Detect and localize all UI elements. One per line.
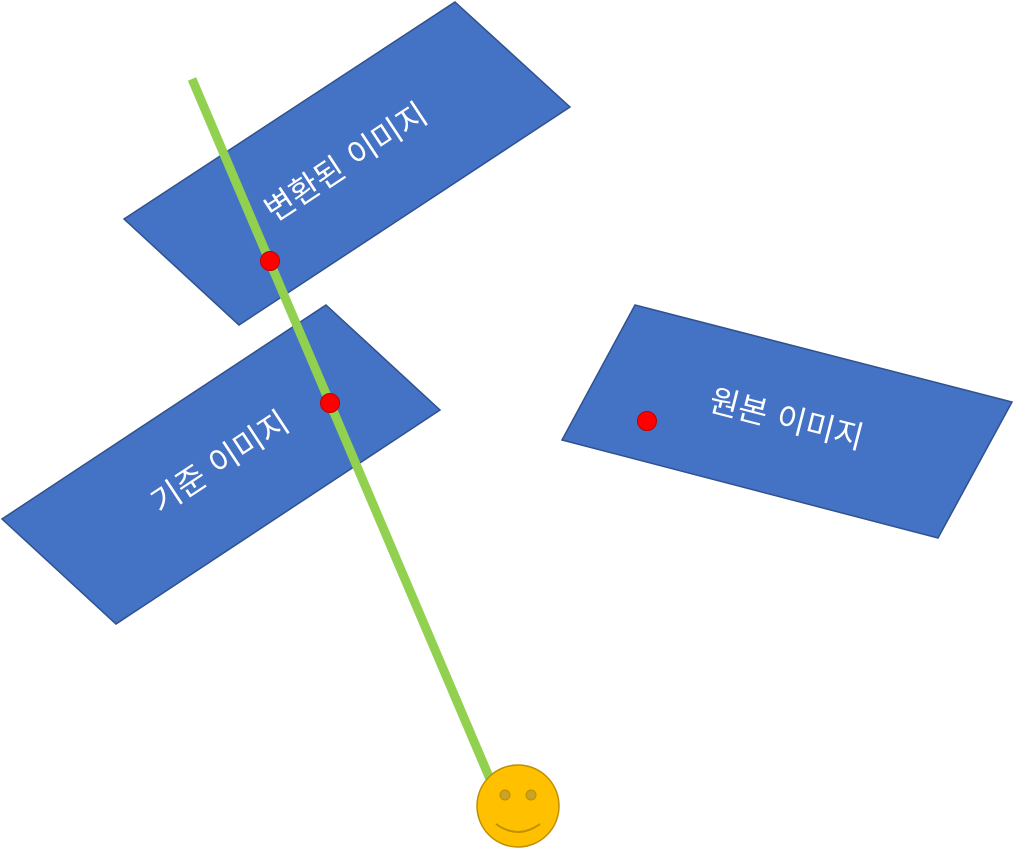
original-image-plane: 원본 이미지 bbox=[560, 304, 1013, 539]
reference-image-shape bbox=[0, 304, 442, 625]
viewing-ray bbox=[187, 77, 495, 781]
transformed-image-shape bbox=[122, 1, 572, 326]
transformed-image-plane: 변환된 이미지 bbox=[122, 1, 572, 326]
smiley-face-icon bbox=[476, 764, 560, 848]
red-dot-icon bbox=[260, 251, 280, 271]
original-image-shape bbox=[560, 304, 1013, 539]
reference-image-plane: 기준 이미지 bbox=[0, 304, 442, 625]
red-dot-icon bbox=[320, 393, 340, 413]
red-dot-icon bbox=[637, 411, 657, 431]
